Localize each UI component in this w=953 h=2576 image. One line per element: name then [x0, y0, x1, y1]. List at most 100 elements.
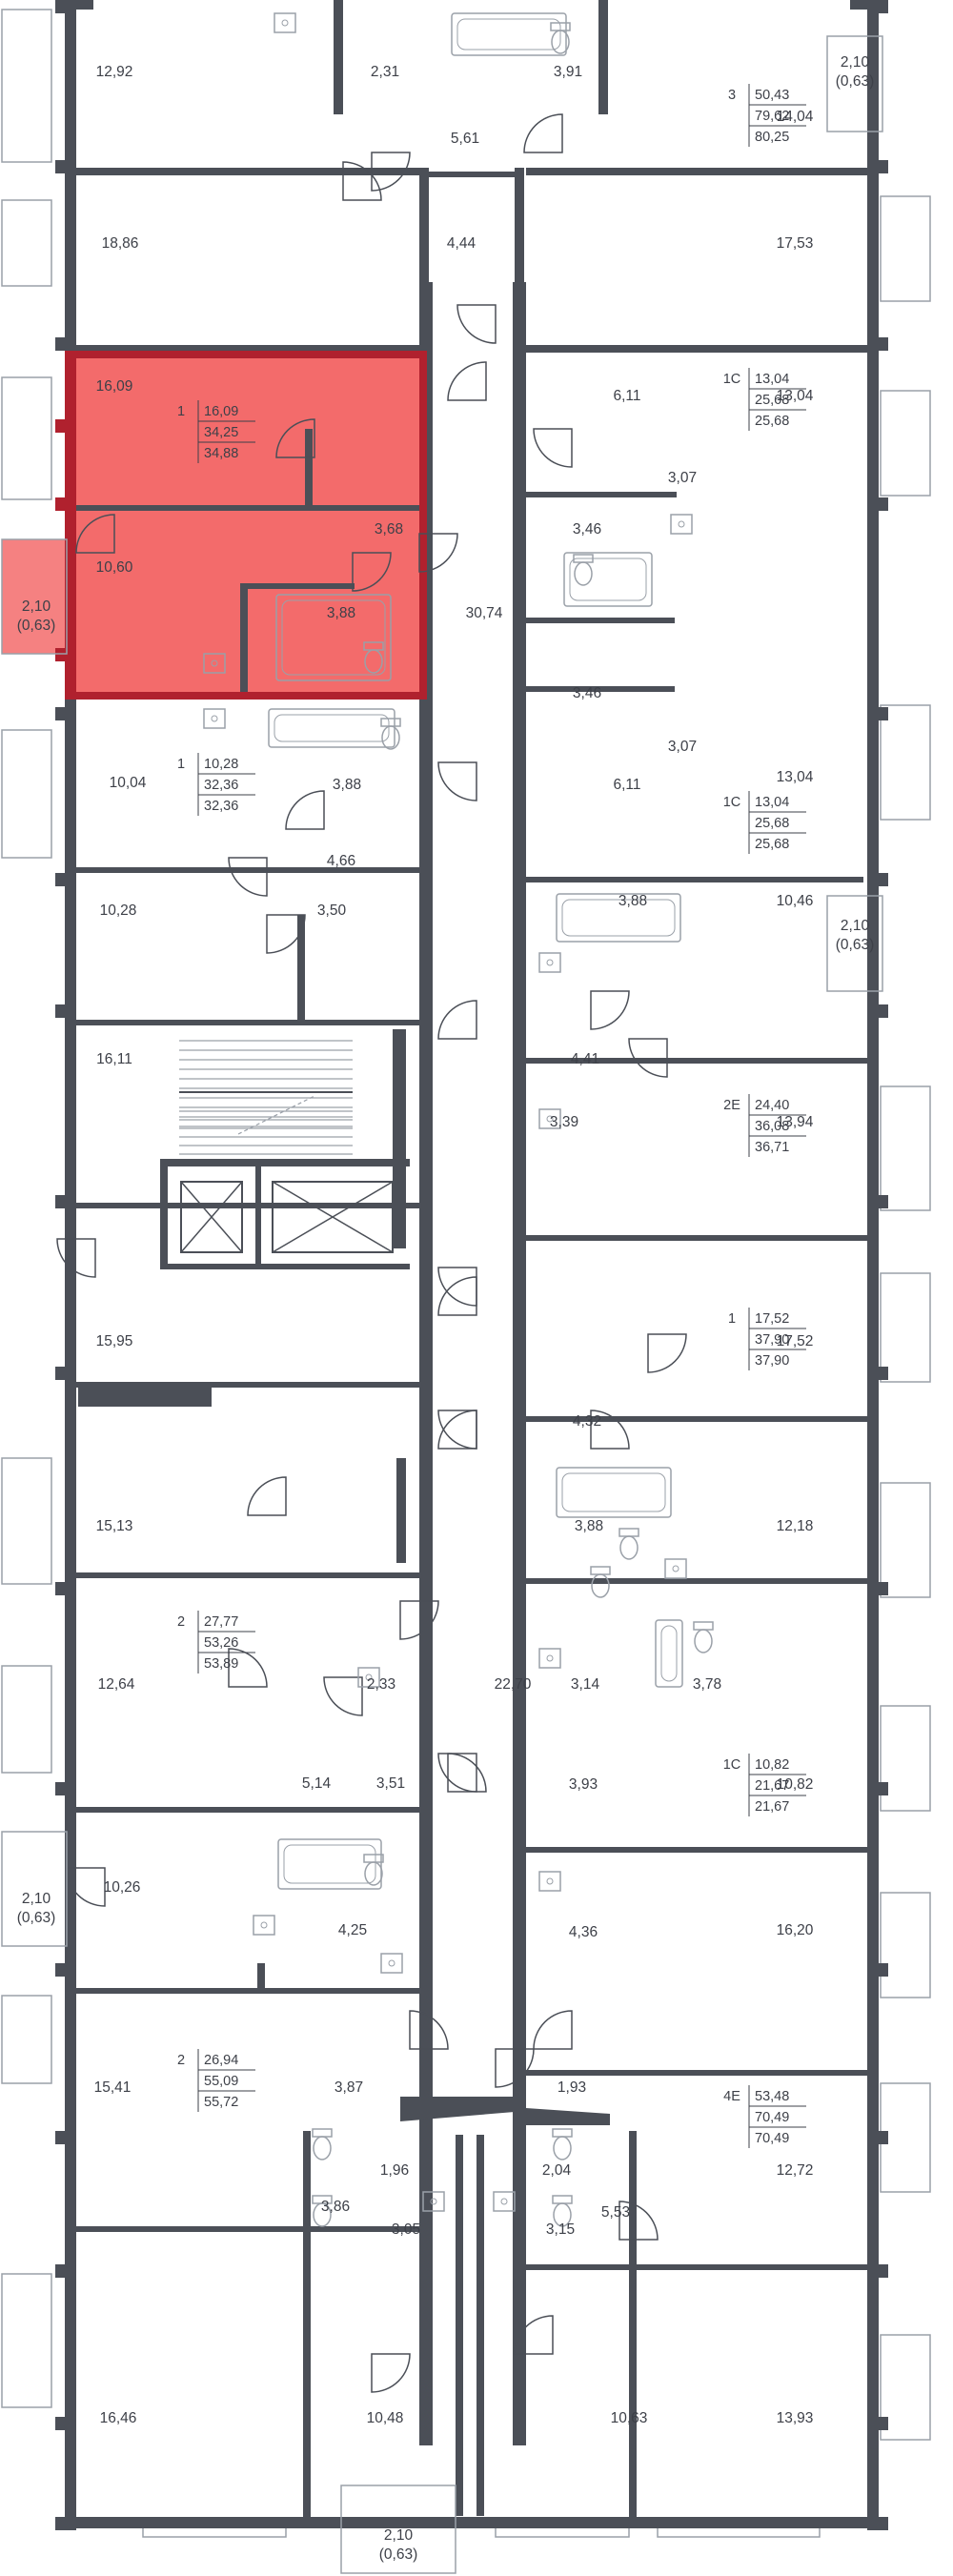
wall: [476, 2135, 484, 2516]
unit-total-area: 21,67: [755, 1778, 789, 1794]
wall: [257, 1963, 265, 1988]
wall: [867, 2517, 888, 2530]
toilet-bowl: [551, 30, 570, 54]
unit-type: 1С: [723, 372, 741, 387]
unit-type: 1: [728, 1311, 736, 1327]
room-area: 3,15: [546, 2221, 575, 2238]
wall: [522, 877, 863, 882]
wall: [867, 1367, 888, 1380]
door: [437, 1276, 477, 1316]
toilet-tank: [618, 1528, 639, 1537]
room-area: 12,72: [777, 2162, 814, 2179]
unit-living-area: 24,40: [755, 1098, 789, 1113]
door: [228, 857, 268, 897]
toilet-bowl: [381, 725, 400, 750]
bathtub-inner: [660, 1625, 678, 1682]
room-area: 10,48: [367, 2410, 404, 2426]
bathtub-inner: [561, 1472, 666, 1512]
wall: [526, 2108, 610, 2125]
wall: [867, 1004, 888, 1018]
wall: [55, 2264, 76, 2278]
window: [1, 2273, 52, 2408]
unit-living-area: 17,52: [755, 1311, 789, 1327]
balcony-area-reduced: (0,63): [17, 1910, 56, 1926]
balcony: 2,10 (0,63): [340, 2485, 456, 2574]
room-area: 3,51: [376, 1775, 405, 1792]
room-area: 10,46: [777, 893, 814, 909]
unit-total-area: 70,49: [755, 2110, 789, 2125]
wall: [76, 345, 425, 353]
door: [447, 1753, 487, 1793]
sink-drain: [546, 1654, 554, 1662]
toilet-tank: [552, 2195, 573, 2204]
wall: [400, 2097, 515, 2121]
wall: [160, 1159, 168, 1264]
bathtub-inner: [281, 599, 386, 676]
door: [409, 2010, 449, 2050]
room-area: 17,52: [777, 1333, 814, 1349]
room-area: 15,95: [96, 1333, 133, 1349]
wall: [526, 2070, 867, 2076]
unit-type: 3: [728, 88, 736, 103]
wall: [867, 1195, 888, 1208]
room-area: 5,53: [601, 2204, 630, 2221]
window: [1, 199, 52, 287]
bathtub-inner: [569, 558, 647, 601]
balcony-area: 2,10: [22, 1891, 51, 1907]
toilet-bowl: [313, 2136, 332, 2160]
wall: [419, 282, 433, 2445]
room-area: 2,33: [367, 1676, 395, 1693]
wall: [76, 168, 419, 175]
elevator-shaft: [272, 1181, 394, 1253]
sink: [538, 1108, 561, 1129]
bathtub: [451, 12, 567, 56]
highlighted-wall: [65, 351, 427, 358]
wall: [526, 1235, 867, 1241]
bathtub-inner: [561, 899, 676, 937]
window: [1, 729, 52, 859]
window: [880, 704, 931, 821]
room-area: 4,41: [571, 1051, 599, 1067]
elevator-shaft: [180, 1181, 243, 1253]
sink-drain: [546, 1877, 554, 1885]
wall: [65, 2517, 879, 2528]
highlighted-wall: [419, 351, 427, 700]
unit-type: 2: [177, 1614, 185, 1630]
unit-total-area: 25,68: [755, 816, 789, 831]
toilet-tank: [363, 1854, 384, 1863]
elevator-shafts: [180, 1181, 394, 1253]
wall: [456, 2135, 463, 2516]
sink: [538, 1648, 561, 1669]
room-area: 15,13: [96, 1518, 133, 1534]
sink-drain: [430, 2198, 437, 2205]
room-area: 10,26: [104, 1879, 141, 1896]
sanitary-fixtures: [203, 12, 714, 2227]
wall: [526, 1578, 867, 1584]
room-area: 3,88: [575, 1518, 603, 1534]
room-area: 13,04: [777, 769, 814, 785]
wall: [867, 160, 888, 173]
unit-total-area-with-balcony: 25,68: [755, 414, 789, 429]
window: [1, 9, 52, 163]
wall: [55, 0, 76, 13]
toilet-bowl: [313, 2202, 332, 2227]
door: [495, 2048, 535, 2088]
balcony: 2,10 (0,63): [826, 895, 883, 992]
balcony-area: 2,10: [384, 2527, 414, 2544]
room-area: 6,11: [613, 388, 640, 404]
unit-type: 1: [177, 757, 185, 772]
bathtub: [556, 893, 681, 943]
windows: [1, 9, 931, 2538]
wall: [522, 686, 675, 692]
wall: [55, 1782, 76, 1795]
wall: [55, 1367, 76, 1380]
door: [437, 1000, 477, 1040]
wall: [867, 707, 888, 720]
wall: [526, 1847, 867, 1853]
wall: [427, 172, 522, 177]
